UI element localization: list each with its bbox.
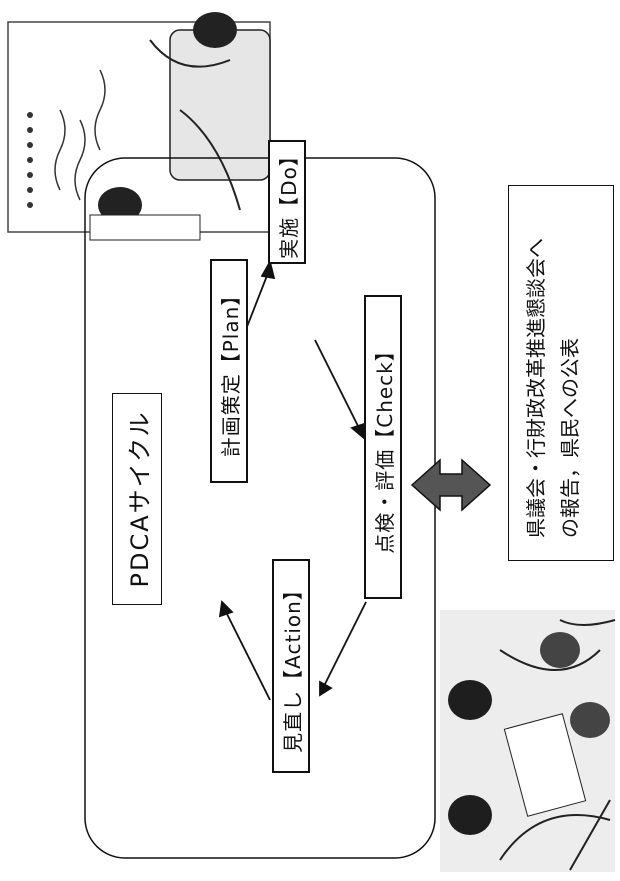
step-do-label: 実施【Do】 — [276, 145, 301, 259]
meeting-illustration-top — [7, 12, 271, 241]
report-box: 県議会・行財政改革推進懇談会へ の報告，県民への公表 — [508, 185, 614, 561]
step-plan: 計画策定【Plan】 — [210, 259, 248, 483]
cycle-frame — [84, 157, 436, 859]
step-plan-label: 計画策定【Plan】 — [218, 284, 243, 458]
step-do: 実施【Do】 — [268, 140, 306, 264]
meeting-illustration-bottom — [440, 610, 616, 872]
report-line-2: の報告，県民への公表 — [558, 338, 582, 538]
step-check: 点検・評価【Check】 — [364, 295, 402, 599]
step-action: 見直し【Action】 — [272, 559, 310, 773]
report-line-1: 県議会・行財政改革推進懇談会へ — [524, 238, 548, 538]
pdca-title-box: PDCAサイクル — [112, 393, 162, 605]
double-arrow-icon — [410, 458, 492, 512]
pdca-title: PDCAサイクル — [125, 410, 154, 588]
step-action-label: 見直し【Action】 — [280, 579, 305, 753]
cycle-arrows — [218, 259, 367, 701]
step-check-label: 点検・評価【Check】 — [372, 340, 397, 554]
